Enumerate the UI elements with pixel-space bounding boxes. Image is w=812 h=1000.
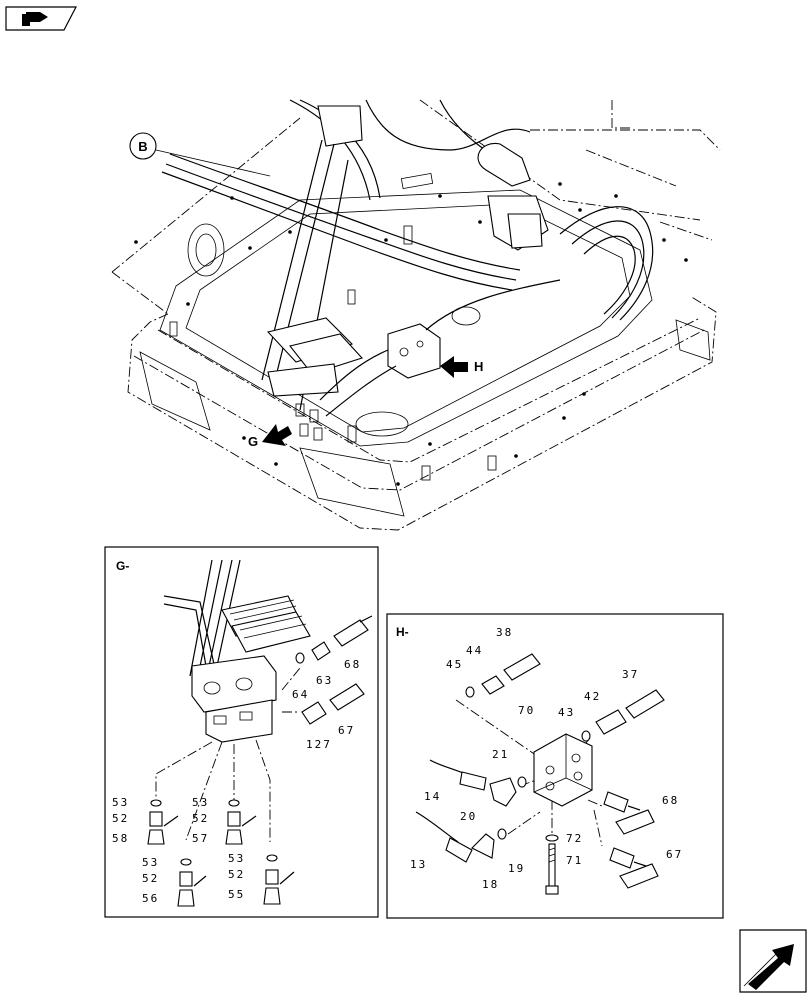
- svg-text:52: 52: [142, 872, 159, 885]
- part-70-valve-block[interactable]: [533, 733, 593, 807]
- part-68-hose[interactable]: [333, 615, 373, 647]
- svg-text:13: 13: [410, 858, 427, 871]
- part-37-hose[interactable]: [625, 689, 665, 719]
- detail-h-panel: H-: [386, 613, 724, 919]
- fitting-stack-55[interactable]: [263, 854, 295, 905]
- svg-text:64: 64: [292, 688, 309, 701]
- svg-text:53: 53: [142, 856, 159, 869]
- svg-text:21: 21: [492, 748, 509, 761]
- part-13-hose[interactable]: [415, 811, 473, 863]
- part-45-oring[interactable]: [465, 686, 475, 698]
- svg-text:19: 19: [508, 862, 525, 875]
- svg-text:52: 52: [192, 812, 209, 825]
- svg-text:18: 18: [482, 878, 499, 891]
- svg-text:37: 37: [622, 668, 639, 681]
- part-63-fitting[interactable]: [311, 641, 331, 661]
- svg-text:44: 44: [466, 644, 483, 657]
- svg-text:63: 63: [316, 674, 333, 687]
- book-back-icon[interactable]: [5, 6, 77, 31]
- part-19-oring[interactable]: [497, 828, 507, 840]
- arrow-g: G: [248, 424, 292, 449]
- svg-text:67: 67: [338, 724, 355, 737]
- svg-text:14: 14: [424, 790, 441, 803]
- svg-text:57: 57: [192, 832, 209, 845]
- part-18-elbow[interactable]: [471, 833, 495, 859]
- svg-text:58: 58: [112, 832, 129, 845]
- part-21-oring[interactable]: [517, 776, 527, 788]
- svg-text:70: 70: [518, 704, 535, 717]
- svg-text:68: 68: [344, 658, 361, 671]
- svg-text:55: 55: [228, 888, 245, 901]
- svg-text:53: 53: [192, 796, 209, 809]
- part-127-fitting[interactable]: [301, 701, 327, 725]
- part-71-bolt[interactable]: [545, 843, 559, 895]
- part-20-elbow[interactable]: [489, 777, 517, 807]
- main-assembly-view: B: [111, 99, 721, 531]
- svg-text:38: 38: [496, 626, 513, 639]
- arrow-h: H: [440, 356, 483, 378]
- part-14-hose[interactable]: [429, 759, 487, 791]
- svg-text:127: 127: [306, 738, 332, 751]
- part-68-fitting[interactable]: [603, 791, 655, 835]
- fitting-stack-58[interactable]: [147, 799, 179, 845]
- detail-h-title: H-: [396, 625, 409, 639]
- fitting-stack-57[interactable]: [225, 799, 257, 845]
- detail-h-labels: 38 45 44 37 42 43 70 21 14 20 68 72 71 1…: [410, 626, 683, 891]
- svg-text:68: 68: [662, 794, 679, 807]
- svg-text:71: 71: [566, 854, 583, 867]
- svg-text:20: 20: [460, 810, 477, 823]
- svg-text:56: 56: [142, 892, 159, 905]
- svg-text:53: 53: [228, 852, 245, 865]
- svg-text:52: 52: [112, 812, 129, 825]
- svg-text:52: 52: [228, 868, 245, 881]
- part-64-oring[interactable]: [295, 652, 305, 664]
- svg-text:53: 53: [112, 796, 129, 809]
- part-44-fitting[interactable]: [481, 675, 505, 695]
- part-67-fitting[interactable]: [609, 847, 659, 889]
- callout-b: B: [129, 132, 271, 177]
- svg-text:G: G: [248, 434, 258, 449]
- fitting-stack-56[interactable]: [177, 858, 207, 907]
- detail-g-title: G-: [116, 559, 129, 573]
- part-72-washer[interactable]: [545, 834, 559, 842]
- svg-text:B: B: [138, 139, 147, 154]
- svg-text:45: 45: [446, 658, 463, 671]
- next-page-arrow-icon[interactable]: [739, 929, 807, 993]
- detail-g-panel: G-: [104, 546, 379, 918]
- svg-text:42: 42: [584, 690, 601, 703]
- svg-text:43: 43: [558, 706, 575, 719]
- svg-text:67: 67: [666, 848, 683, 861]
- svg-text:H: H: [474, 359, 483, 374]
- part-43-oring[interactable]: [581, 730, 591, 742]
- svg-text:72: 72: [566, 832, 583, 845]
- detail-g-labels: 68 63 64 67 127 53 52 58 53 52 57 53 52 …: [112, 658, 361, 905]
- part-38-hose[interactable]: [503, 653, 541, 681]
- part-67-hose[interactable]: [329, 683, 365, 711]
- part-42-fitting[interactable]: [595, 709, 627, 735]
